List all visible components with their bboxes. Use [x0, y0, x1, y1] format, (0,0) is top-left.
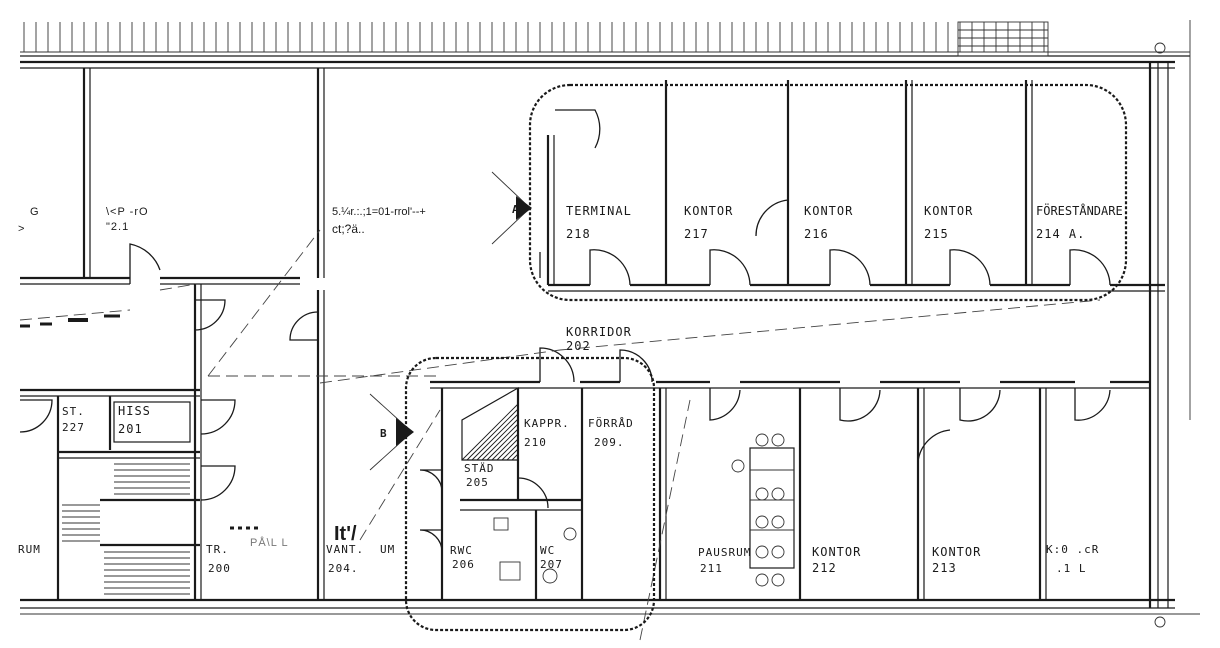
shaft-hatch-line [481, 423, 519, 461]
room-212-name: KONTOR [812, 545, 861, 559]
room-204-number: 204. [328, 562, 359, 575]
fragment-1: G [30, 206, 40, 218]
room-207-name: WC [540, 544, 555, 557]
shaft-hatch-line [491, 433, 519, 461]
fragment-4: 5.¼r.:.;1=01-rrol'--+ [332, 206, 426, 218]
room-211-name: PAUSRUM [698, 546, 751, 559]
corridor-name: KORRIDOR [566, 325, 632, 339]
chair [731, 459, 745, 473]
fragment-9: UM [380, 543, 395, 556]
room-213-name: KONTOR [932, 545, 981, 559]
door-swings [19, 109, 1111, 553]
room-210-name: KAPPR. [524, 417, 570, 430]
shaft-hatch-line [461, 403, 519, 461]
room-205-name: STÄD [464, 462, 495, 475]
room-211-number: 211 [700, 562, 723, 575]
shaft-hatch-line [466, 408, 519, 461]
room-206-number: 206 [452, 558, 475, 571]
room-204-name: VANT. [326, 543, 364, 556]
outer-walls [20, 20, 1200, 628]
room-217-name: KONTOR [684, 204, 733, 218]
stair-core [20, 284, 325, 600]
revision-clouds [404, 83, 1128, 632]
fragment-8: It'/ [334, 523, 357, 545]
room-214a-name: FÖRESTÅNDARE [1036, 202, 1123, 218]
room-labels: TERMINAL 218 KONTOR 217 KONTOR 216 KONTO… [18, 202, 1123, 575]
shaft-hatch-line [486, 428, 519, 461]
room-218-number: 218 [566, 227, 591, 241]
room-213-number: 213 [932, 561, 957, 575]
room-217-number: 217 [684, 227, 709, 241]
pausrum-furniture [731, 433, 795, 587]
room-edge-right-name: K:0 .cR [1046, 543, 1099, 556]
room-206-name: RWC [450, 544, 473, 557]
room-edge-right-number: .1 L [1056, 562, 1087, 575]
chair [755, 487, 769, 501]
chair [771, 573, 785, 587]
room-214a-number: 214 A. [1036, 227, 1085, 241]
chair [771, 433, 785, 447]
section-mark-b-label: B [380, 427, 388, 440]
fragment-7: PÅ\L L [250, 536, 289, 549]
section-mark-b: B [369, 393, 414, 471]
facade-ruler [20, 22, 1190, 57]
shaft-hatch-line [471, 413, 519, 461]
chair [771, 515, 785, 529]
lower-row-walls [430, 380, 1150, 600]
room-215-number: 215 [924, 227, 949, 241]
shaft-hatch-line [506, 448, 519, 461]
chair [755, 573, 769, 587]
upper-row-walls [20, 68, 1165, 292]
shaft-hatch-line [476, 418, 519, 461]
room-212-number: 212 [812, 561, 837, 575]
room-216-name: KONTOR [804, 204, 853, 218]
room-207-number: 207 [540, 558, 563, 571]
room-200-number: 200 [208, 562, 231, 575]
room-210-number: 210 [524, 436, 547, 449]
fragment-2: \<P -rO [106, 206, 149, 218]
chair [755, 433, 769, 447]
section-mark-a: A [491, 171, 532, 245]
room-216-number: 216 [804, 227, 829, 241]
chair [755, 515, 769, 529]
room-209-name: FÖRRÅD [588, 417, 634, 430]
room-200-name: TR. [206, 543, 229, 556]
shaft-hatch-line [516, 458, 519, 461]
chair [771, 545, 785, 559]
room-218-name: TERMINAL [566, 204, 632, 218]
room-209-number: 209. [594, 436, 625, 449]
room-227-name: ST. [62, 405, 85, 418]
scan-text-fragments: G \<P -rO "2.1 5.¼r.:.;1=01-rrol'--+ ct;… [18, 206, 426, 556]
sight-lines [19, 229, 1101, 641]
room-227-number: 227 [62, 421, 85, 434]
fragment-6: > [18, 223, 25, 235]
chair [755, 545, 769, 559]
shaft-hatch-line [511, 453, 519, 461]
fragment-5: ct;?ä.. [332, 222, 365, 236]
chair [771, 487, 785, 501]
corridor-number: 202 [566, 339, 591, 353]
room-215-name: KONTOR [924, 204, 973, 218]
shaft-hatch-line [496, 438, 519, 461]
room-201-name: HISS [118, 404, 151, 418]
section-mark-a-label: A [512, 203, 520, 216]
fragment-3: "2.1 [106, 221, 129, 233]
room-205-number: 205 [466, 476, 489, 489]
room-201-number: 201 [118, 422, 143, 436]
shaft-hatch-line [501, 443, 519, 461]
room-edge-left-name: RUM [18, 543, 41, 556]
